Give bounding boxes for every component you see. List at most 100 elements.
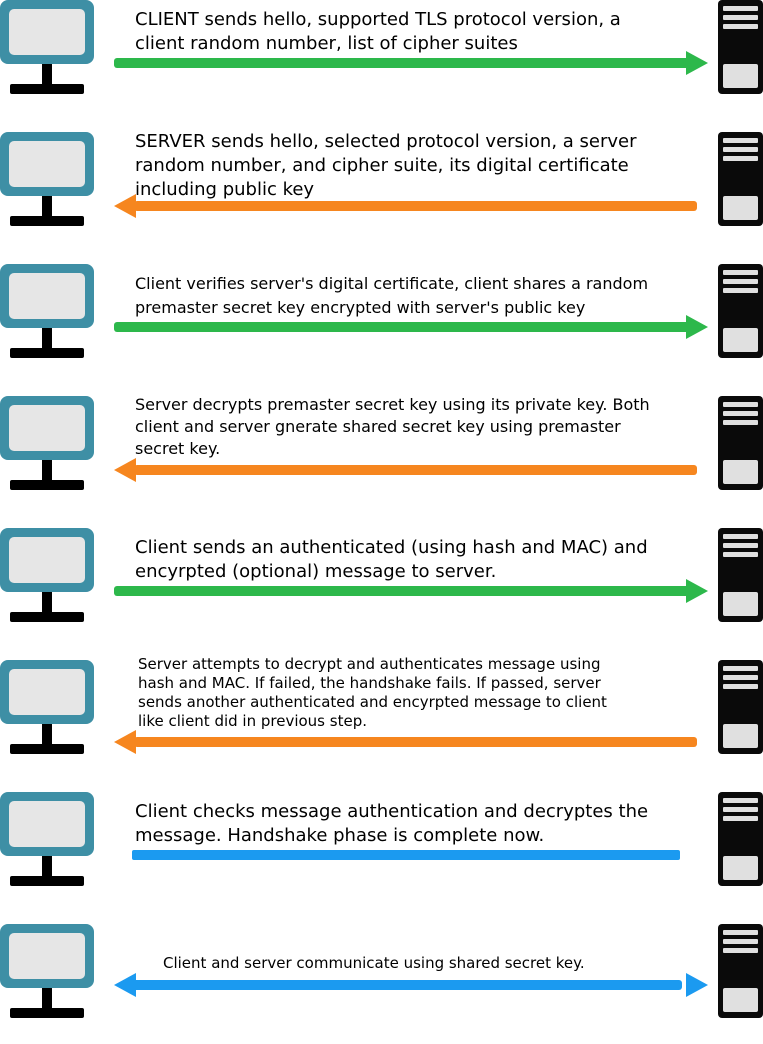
server-drive-slot (723, 666, 758, 671)
step-4-arrow (114, 458, 697, 482)
monitor-screen (9, 537, 85, 583)
server-drive-slot (723, 939, 758, 944)
server-panel (723, 64, 758, 88)
step-7-message: Client checks message authentication and… (135, 801, 649, 846)
computer-monitor-icon (0, 660, 94, 754)
arrow-shaft (114, 58, 690, 68)
server-drive-slot (723, 402, 758, 407)
server-drive-slot (723, 156, 758, 161)
handshake-step-5: Client sends an authenticated (using has… (0, 528, 763, 648)
arrow-head-left (114, 730, 136, 754)
monitor-screen (9, 933, 85, 979)
server-tower-icon (718, 396, 763, 490)
server-tower-icon (718, 264, 763, 358)
server-panel (723, 592, 758, 616)
server-tower-icon (718, 528, 763, 622)
server-panel (723, 328, 758, 352)
arrow-shaft (134, 201, 697, 211)
monitor-stand (42, 856, 52, 876)
server-drive-slot (723, 411, 758, 416)
server-panel (723, 460, 758, 484)
server-drive-slot (723, 948, 758, 953)
monitor-stand (42, 196, 52, 216)
monitor-base (10, 216, 84, 226)
step-8-message: Client and server communicate using shar… (163, 954, 585, 972)
step-3-message: Client verifies server's digital certifi… (135, 274, 649, 317)
handshake-step-1: CLIENT sends hello, supported TLS protoc… (0, 0, 763, 120)
server-drive-slot (723, 24, 758, 29)
monitor-screen (9, 669, 85, 715)
server-tower-icon (718, 792, 763, 886)
arrow-head-right (686, 973, 708, 997)
monitor-base (10, 348, 84, 358)
server-tower-icon (718, 924, 763, 1018)
arrow-head-right (686, 315, 708, 339)
arrow-shaft (134, 465, 697, 475)
monitor-screen (9, 141, 85, 187)
computer-monitor-icon (0, 132, 94, 226)
connection-bar (132, 850, 680, 860)
server-drive-slot (723, 552, 758, 557)
handshake-step-3: Client verifies server's digital certifi… (0, 264, 763, 384)
server-tower-icon (718, 0, 763, 94)
step-5-arrow (114, 579, 708, 603)
monitor-stand (42, 988, 52, 1008)
server-drive-slot (723, 6, 758, 11)
server-drive-slot (723, 15, 758, 20)
server-drive-slot (723, 807, 758, 812)
monitor-base (10, 876, 84, 886)
step-5-message: Client sends an authenticated (using has… (135, 537, 648, 582)
handshake-step-4: Server decrypts premaster secret key usi… (0, 395, 763, 516)
step-6-message: Server attempts to decrypt and authentic… (138, 655, 607, 730)
server-drive-slot (723, 684, 758, 689)
server-drive-slot (723, 147, 758, 152)
server-drive-slot (723, 930, 758, 935)
monitor-base (10, 84, 84, 94)
handshake-step-7: Client checks message authentication and… (0, 792, 763, 912)
arrow-shaft (114, 586, 690, 596)
computer-monitor-icon (0, 792, 94, 886)
step-1-message: CLIENT sends hello, supported TLS protoc… (135, 9, 621, 54)
server-drive-slot (723, 816, 758, 821)
computer-monitor-icon (0, 0, 94, 94)
monitor-base (10, 480, 84, 490)
monitor-stand (42, 460, 52, 480)
server-panel (723, 988, 758, 1012)
server-panel (723, 856, 758, 880)
server-drive-slot (723, 675, 758, 680)
arrow-head-left (114, 458, 136, 482)
monitor-screen (9, 801, 85, 847)
monitor-base (10, 744, 84, 754)
server-drive-slot (723, 543, 758, 548)
server-panel (723, 724, 758, 748)
handshake-step-8: Client and server communicate using shar… (0, 924, 763, 1044)
step-2-arrow (114, 194, 697, 218)
handshake-step-2: SERVER sends hello, selected protocol ve… (0, 131, 763, 252)
step-3-arrow (114, 315, 708, 339)
server-drive-slot (723, 138, 758, 143)
step-6-arrow (114, 730, 697, 754)
server-drive-slot (723, 279, 758, 284)
monitor-stand (42, 592, 52, 612)
arrow-head-left (114, 194, 136, 218)
server-drive-slot (723, 288, 758, 293)
monitor-screen (9, 273, 85, 319)
step-4-message: Server decrypts premaster secret key usi… (135, 395, 650, 458)
monitor-screen (9, 9, 85, 55)
monitor-screen (9, 405, 85, 451)
computer-monitor-icon (0, 924, 94, 1018)
step-2-message: SERVER sends hello, selected protocol ve… (135, 131, 637, 200)
arrow-head-left (114, 973, 136, 997)
monitor-stand (42, 64, 52, 84)
arrow-head-right (686, 579, 708, 603)
server-drive-slot (723, 534, 758, 539)
server-drive-slot (723, 798, 758, 803)
arrow-head-right (686, 51, 708, 75)
arrow-shaft (130, 980, 682, 990)
server-drive-slot (723, 270, 758, 275)
computer-monitor-icon (0, 396, 94, 490)
computer-monitor-icon (0, 264, 94, 358)
monitor-stand (42, 328, 52, 348)
server-drive-slot (723, 420, 758, 425)
server-tower-icon (718, 660, 763, 754)
